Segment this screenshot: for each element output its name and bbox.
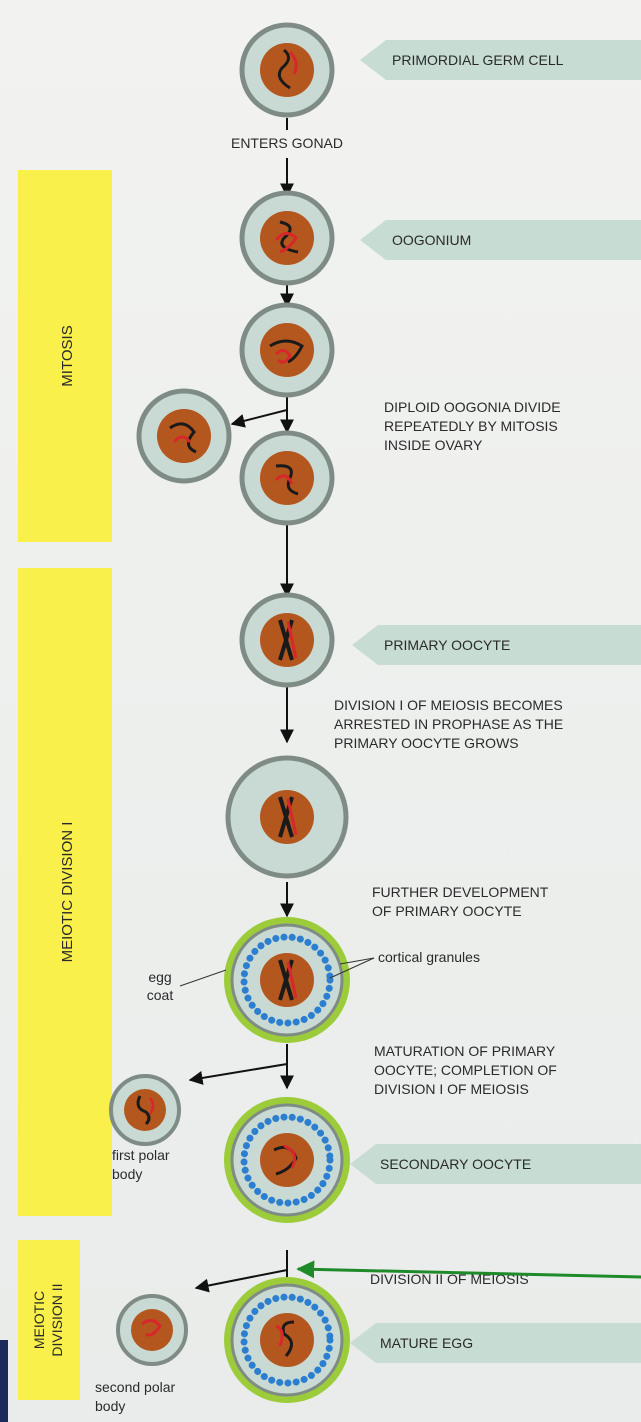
tag-primary-oocyte: PRIMARY OOCYTE <box>352 625 641 665</box>
cell-oogonium-daughter-right <box>239 430 335 526</box>
label-cortical-granules: cortical granules <box>378 949 480 965</box>
cell-secondary-oocyte <box>224 1097 350 1223</box>
annotation-mitosis-line3: INSIDE OVARY <box>384 437 483 453</box>
annotation-enters-gonad: ENTERS GONAD <box>231 135 343 151</box>
cell-oogonium <box>239 190 335 286</box>
cell-primary-oocyte-growing <box>225 755 349 879</box>
annotation-further-line2: OF PRIMARY OOCYTE <box>372 903 522 919</box>
leader-egg-coat <box>179 969 227 987</box>
phase-band-mitosis: MITOSIS <box>18 170 112 542</box>
cell-primary-oocyte-with-coat <box>224 917 350 1043</box>
annotation-further-line1: FURTHER DEVELOPMENT <box>372 884 549 900</box>
label-first-polar-body-line1: first polar <box>112 1147 170 1163</box>
tag-primordial-germ-cell: PRIMORDIAL GERM CELL <box>360 40 641 80</box>
annotation-division-2: DIVISION II OF MEIOSIS <box>370 1271 529 1287</box>
annotation-mitosis-line2: REPEATEDLY BY MITOSIS <box>384 418 558 434</box>
annotation-mitosis-line1: DIPLOID OOGONIA DIVIDE <box>384 399 561 415</box>
phase-band-meiotic-division-1: MEIOTIC DIVISION I <box>18 568 112 1216</box>
annotation-maturation-line1: MATURATION OF PRIMARY <box>374 1043 556 1059</box>
annotation-maturation-line2: OOCYTE; COMPLETION OF <box>374 1062 557 1078</box>
cell-oogonium-dividing <box>239 302 335 398</box>
annotation-arrest-line2: ARRESTED IN PROPHASE AS THE <box>334 716 563 732</box>
cell-mature-egg <box>224 1277 350 1403</box>
phase-label-meiotic-division-2-line2: DIVISION II <box>49 1283 65 1356</box>
tag-oogonium: OOGONIUM <box>360 220 641 260</box>
tag-label-primary-oocyte: PRIMARY OOCYTE <box>384 637 510 653</box>
cell-primordial-germ-cell <box>239 22 335 118</box>
tag-label-primordial-germ-cell: PRIMORDIAL GERM CELL <box>392 52 564 68</box>
left-edge-strip <box>0 1340 8 1422</box>
cell-primary-oocyte <box>239 592 335 688</box>
pointer-arrow-green <box>296 1260 641 1279</box>
label-egg-coat-line2: coat <box>147 987 174 1003</box>
phase-label-mitosis: MITOSIS <box>59 325 76 386</box>
tag-label-oogonium: OOGONIUM <box>392 232 471 248</box>
cell-second-polar-body <box>116 1294 188 1366</box>
tag-mature-egg: MATURE EGG <box>350 1323 641 1363</box>
label-first-polar-body-line2: body <box>112 1166 142 1182</box>
tag-label-mature-egg: MATURE EGG <box>380 1335 473 1351</box>
label-egg-coat-line1: egg <box>148 969 171 985</box>
cell-first-polar-body <box>109 1074 181 1146</box>
phase-band-meiotic-division-2: MEIOTIC DIVISION II <box>18 1240 80 1400</box>
annotation-maturation-line3: DIVISION I OF MEIOSIS <box>374 1081 529 1097</box>
phase-label-meiotic-division-2-line1: MEIOTIC <box>31 1291 47 1349</box>
phase-label-meiotic-division-1: MEIOTIC DIVISION I <box>59 822 76 963</box>
leader-cortical-granules <box>329 957 375 979</box>
label-second-polar-body-line1: second polar <box>95 1379 176 1395</box>
cell-oogonium-daughter-left <box>136 388 232 484</box>
annotation-arrest-line3: PRIMARY OOCYTE GROWS <box>334 735 519 751</box>
tag-label-secondary-oocyte: SECONDARY OOCYTE <box>380 1156 531 1172</box>
annotation-arrest-line1: DIVISION I OF MEIOSIS BECOMES <box>334 697 563 713</box>
tag-secondary-oocyte: SECONDARY OOCYTE <box>350 1144 641 1184</box>
label-second-polar-body-line2: body <box>95 1398 125 1414</box>
